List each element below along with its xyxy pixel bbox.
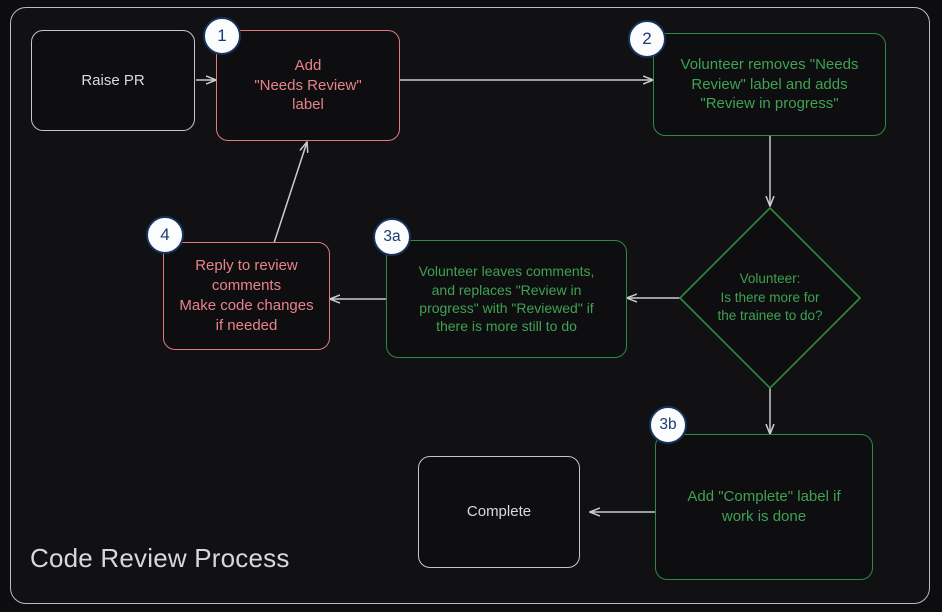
badge-step-3b: 3b bbox=[649, 406, 687, 444]
badge-step-2: 2 bbox=[628, 20, 666, 58]
node-add-needs-review[interactable]: Add "Needs Review" label bbox=[216, 30, 400, 141]
node-raise-pr[interactable]: Raise PR bbox=[31, 30, 195, 131]
badge-step-3a: 3a bbox=[373, 218, 411, 256]
node-decision-label: Volunteer: Is there more for the trainee… bbox=[717, 271, 823, 324]
diagram-title: Code Review Process bbox=[30, 543, 290, 573]
node-add-complete-label[interactable]: Add "Complete" label if work is done bbox=[655, 434, 873, 580]
badge-step-1: 1 bbox=[203, 17, 241, 55]
node-reply-to-review[interactable]: Reply to review comments Make code chang… bbox=[163, 242, 330, 350]
node-volunteer-relabel[interactable]: Volunteer removes "Needs Review" label a… bbox=[653, 33, 886, 136]
node-volunteer-comments[interactable]: Volunteer leaves comments, and replaces … bbox=[386, 240, 627, 358]
node-complete[interactable]: Complete bbox=[418, 456, 580, 568]
badge-step-4: 4 bbox=[146, 216, 184, 254]
diamond-shape bbox=[679, 207, 861, 389]
node-decision-more-work[interactable]: Volunteer: Is there more for the trainee… bbox=[677, 205, 863, 391]
